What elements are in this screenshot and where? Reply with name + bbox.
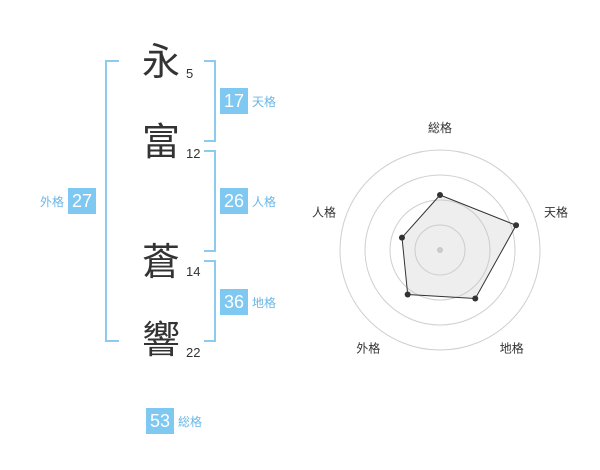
gaikaku-group: 外格 27 <box>40 188 97 214</box>
stroke-count-3: 14 <box>186 264 201 279</box>
name-char-1: 永 <box>142 40 181 84</box>
radar-ring-2 <box>389 199 491 301</box>
radar-point-1 <box>437 192 443 198</box>
name-char-4: 響 <box>142 318 181 362</box>
gaikaku-label: 外格 <box>40 194 65 209</box>
chikaku-label: 地格 <box>252 295 277 310</box>
stroke-count-4: 22 <box>186 345 201 360</box>
stroke-count-2: 12 <box>186 146 201 161</box>
stroke-count-1: 5 <box>186 66 194 81</box>
radar-axis-label-3: 地格 <box>500 341 524 356</box>
jinkaku-label: 人格 <box>252 194 277 209</box>
name-char-3: 蒼 <box>142 240 181 284</box>
radar-axis-label-5: 人格 <box>312 204 336 219</box>
gaikaku-bracket <box>105 60 119 342</box>
chikaku-value: 36 <box>220 289 248 315</box>
name-char-2: 富 <box>142 120 181 164</box>
chikaku-group: 36 地格 <box>220 289 276 315</box>
radar-ring-4 <box>339 149 541 351</box>
soukaku-group: 53 総格 <box>146 408 202 434</box>
tenkaku-label: 天格 <box>252 94 277 109</box>
soukaku-label: 総格 <box>178 414 203 429</box>
radar-point-5 <box>398 234 405 241</box>
soukaku-value: 53 <box>146 408 174 434</box>
jinkaku-bracket <box>204 150 216 252</box>
tenkaku-bracket <box>204 60 216 142</box>
radar-axis-label-1: 総格 <box>428 120 452 135</box>
radar-point-2 <box>513 222 520 229</box>
tenkaku-group: 17 天格 <box>220 88 276 114</box>
radar-center-dot <box>437 247 443 253</box>
radar-ring-3 <box>364 174 516 326</box>
jinkaku-group: 26 人格 <box>220 188 276 214</box>
radar-axis-label-4: 外格 <box>356 341 380 356</box>
radar-point-4 <box>404 291 411 298</box>
radar-ring-1 <box>414 224 466 276</box>
tenkaku-value: 17 <box>220 88 248 114</box>
gaikaku-value: 27 <box>68 188 97 214</box>
chikaku-bracket <box>204 260 216 342</box>
radar-axis-label-2: 天格 <box>544 204 568 219</box>
jinkaku-value: 26 <box>220 188 248 214</box>
radar-polygon <box>401 194 517 300</box>
radar-point-3 <box>472 295 479 302</box>
